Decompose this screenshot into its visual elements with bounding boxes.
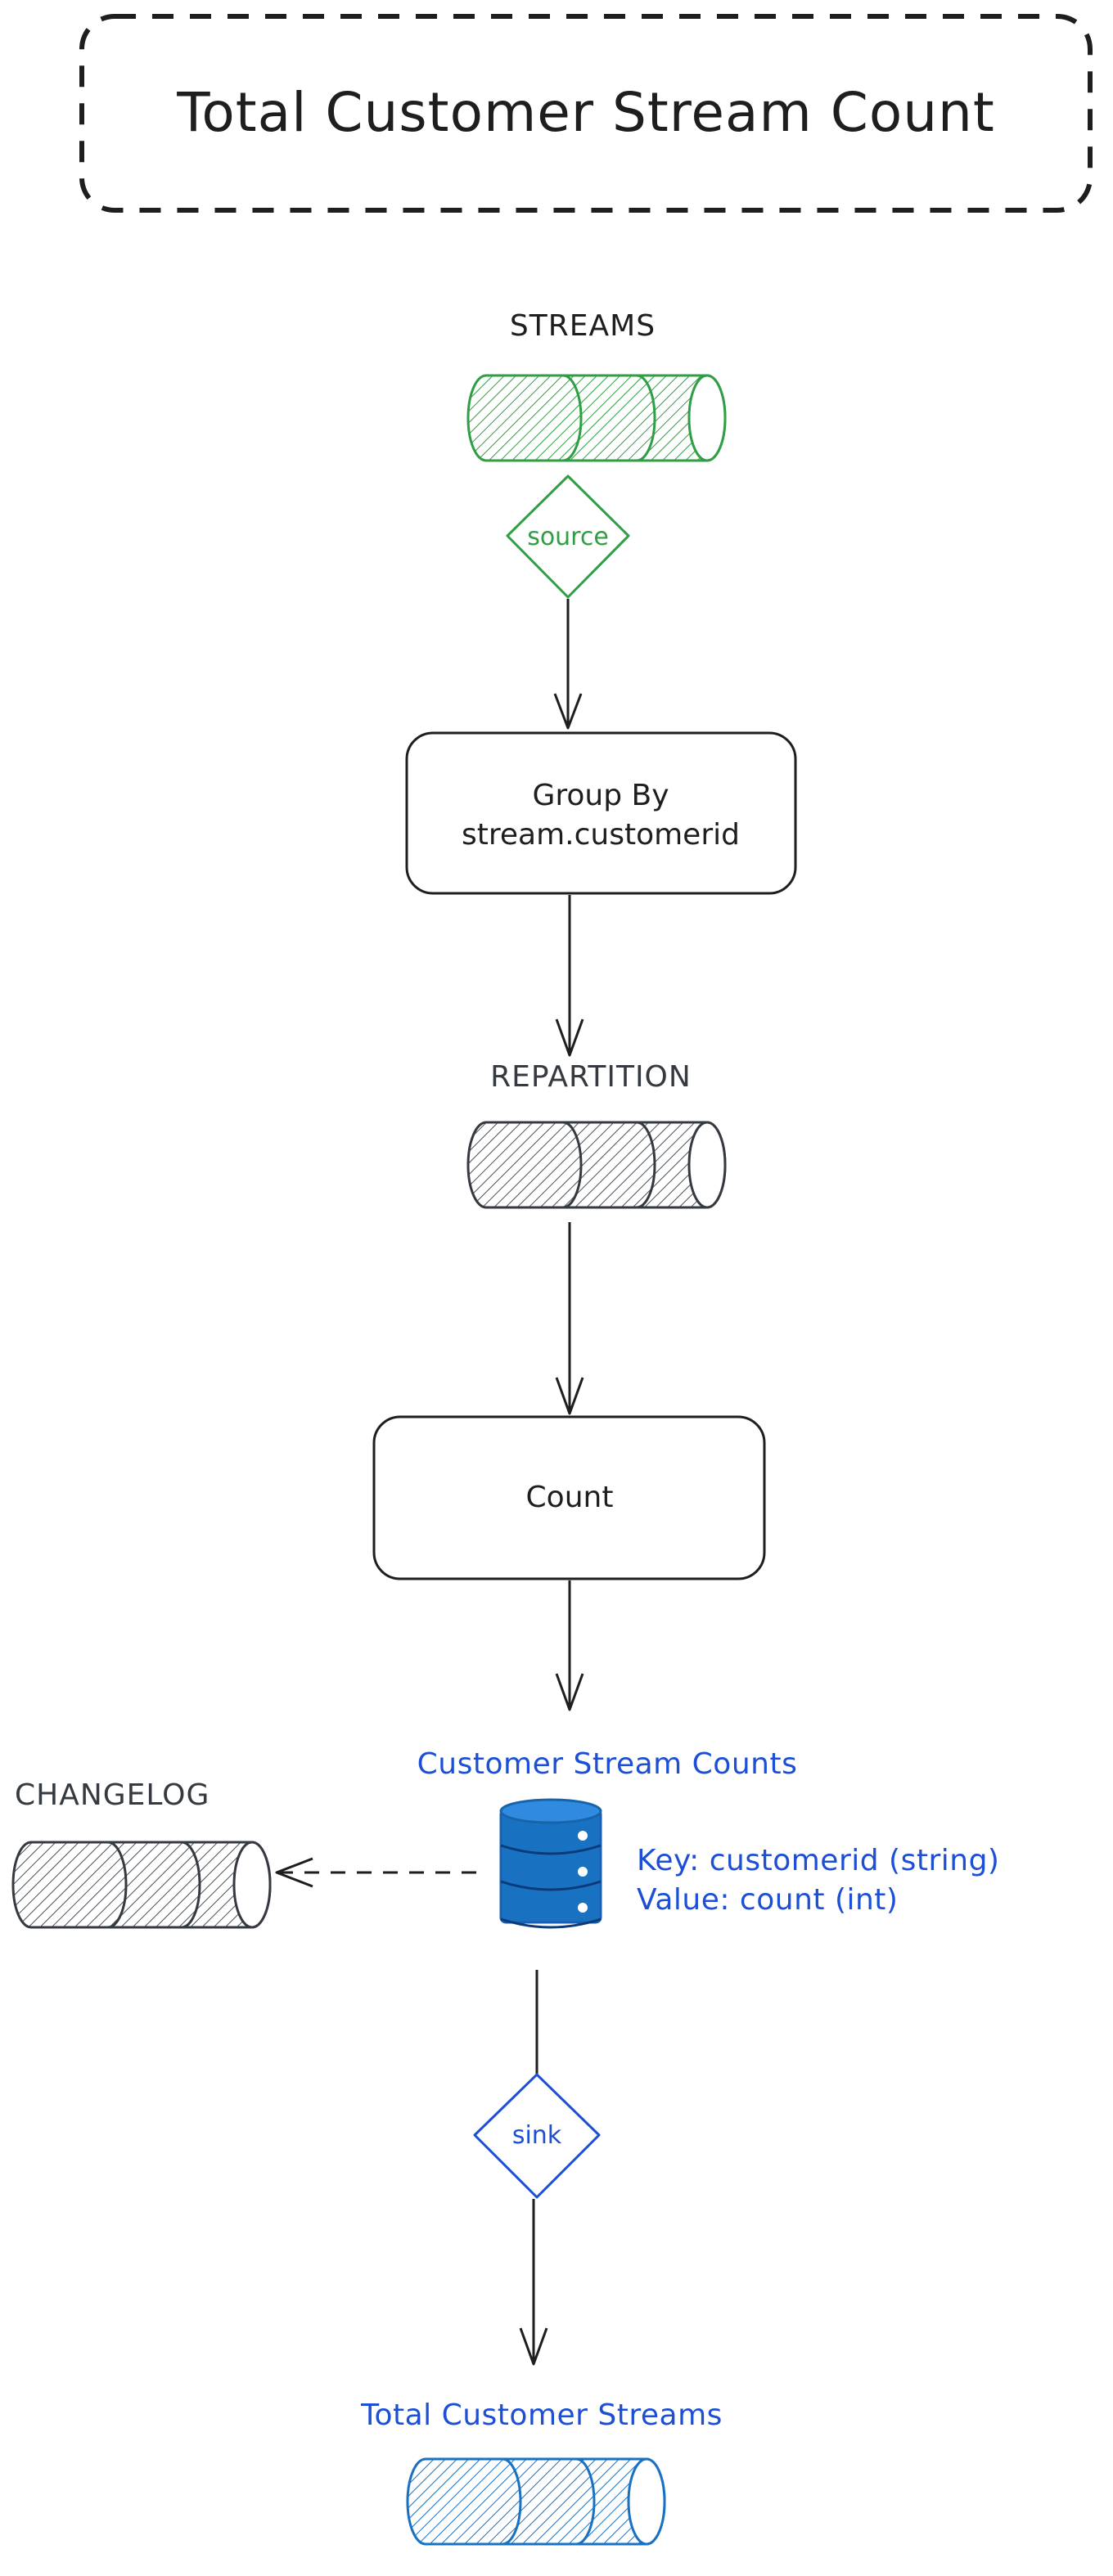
state-store-key: Key: customerid (string): [637, 1844, 999, 1877]
arrow-groupby-to-repartition: [555, 895, 584, 1057]
state-store-label: Customer Stream Counts: [417, 1747, 798, 1781]
arrow-sink-to-output: [519, 2199, 548, 2366]
group-by-line2: stream.customerid: [462, 818, 740, 852]
arrow-repartition-to-count: [555, 1222, 584, 1415]
group-by-box: Group By stream.customerid: [405, 731, 797, 895]
count-box-label: Count: [526, 1481, 614, 1514]
output-topic-icon: [406, 2457, 666, 2546]
source-node-label: source: [527, 523, 609, 551]
sink-node: sink: [473, 2073, 601, 2199]
repartition-topic-icon: [466, 1121, 727, 1209]
title-box: Total Customer Stream Count: [79, 14, 1093, 213]
arrow-source-to-groupby: [553, 599, 583, 730]
source-node: source: [506, 474, 630, 599]
arrow-count-to-store: [555, 1580, 584, 1711]
sink-node-label: sink: [512, 2121, 562, 2150]
output-topic-label: Total Customer Streams: [360, 2398, 723, 2432]
repartition-topic-label: REPARTITION: [490, 1060, 692, 1094]
changelog-topic-label: CHANGELOG: [15, 1778, 210, 1812]
database-icon: [499, 1798, 602, 1929]
arrow-store-to-changelog: [275, 1857, 476, 1888]
streams-topic-label: STREAMS: [510, 309, 656, 343]
group-by-line1: Group By: [532, 779, 669, 812]
changelog-topic-icon: [11, 1841, 272, 1929]
state-store-value: Value: count (int): [637, 1883, 898, 1917]
streams-topic-icon: [466, 374, 727, 462]
count-box: Count: [372, 1415, 766, 1580]
diagram-title: Total Customer Stream Count: [176, 81, 994, 144]
